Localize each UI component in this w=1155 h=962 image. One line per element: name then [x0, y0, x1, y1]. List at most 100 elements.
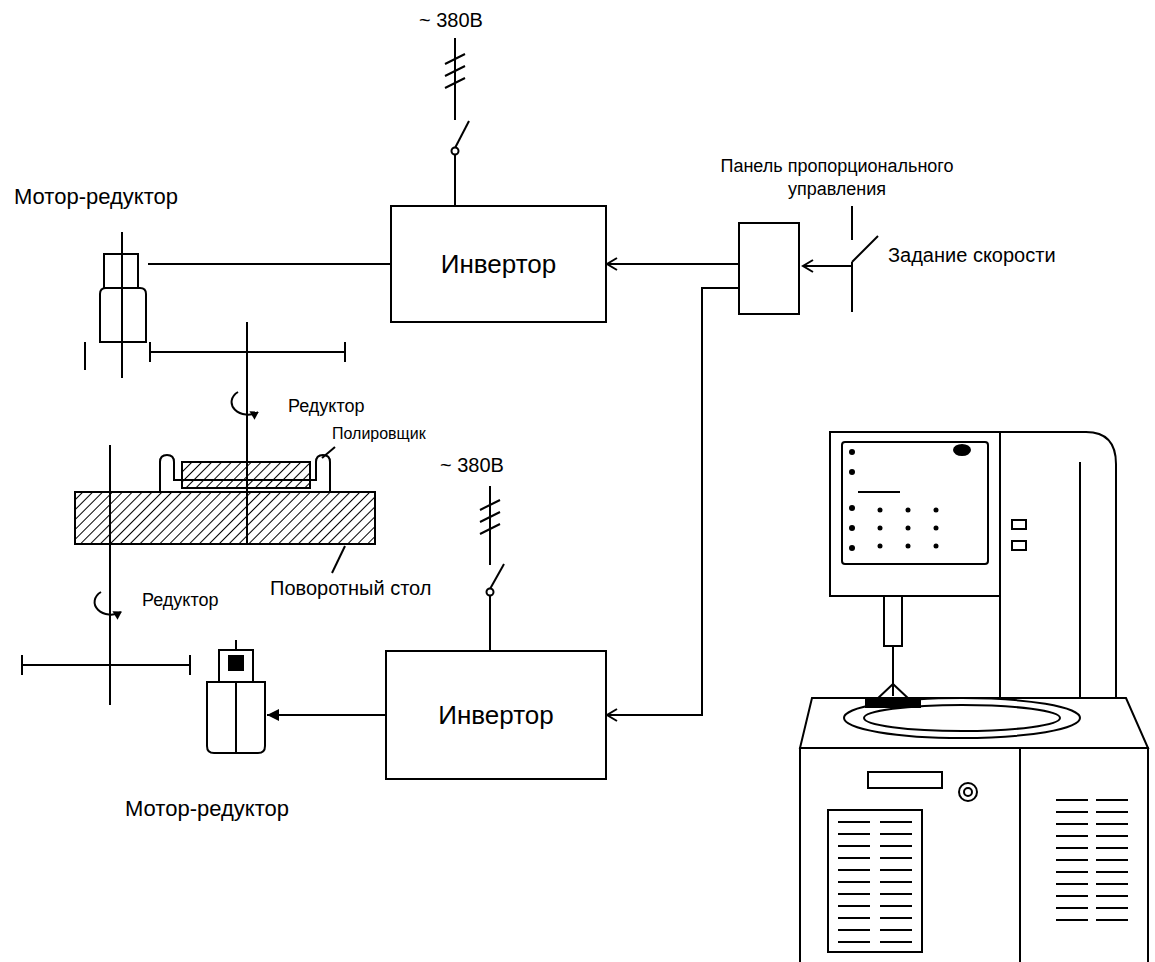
- cabinet-slot: [868, 772, 942, 788]
- gearbox-label: Редуктор: [140, 590, 220, 612]
- polishing-head: [866, 700, 920, 707]
- motor-part: [229, 656, 243, 670]
- spindle: [892, 646, 894, 696]
- control-panel-box: Панель пропорционального управления: [738, 222, 800, 315]
- switch-wire: [851, 262, 853, 312]
- motor-reducer: Мотор-редуктор: [205, 640, 267, 755]
- switch-blade: [490, 564, 504, 589]
- cabinet-knob: [959, 783, 977, 801]
- signal-connector: [148, 263, 390, 265]
- polishing-bowl: [844, 698, 1080, 738]
- panel-key: [878, 526, 883, 531]
- panel-display: [858, 491, 900, 493]
- leader-line: [322, 447, 335, 458]
- polishing-plate: [864, 705, 1060, 731]
- control-panel: [842, 442, 988, 564]
- supply-wire: [489, 486, 491, 565]
- panel-key: [849, 469, 855, 475]
- table-axis: [109, 492, 111, 544]
- cabinet-knob: [964, 788, 972, 796]
- leader-line: [332, 546, 345, 573]
- panel-key: [878, 508, 883, 513]
- cabinet-body: [800, 748, 1148, 962]
- gearbox-label: Редуктор: [286, 396, 366, 418]
- switch-contact: [487, 589, 494, 596]
- inverter-box: Инвертор: [385, 650, 607, 780]
- panel-key: [934, 544, 939, 549]
- rotation-arrow: [232, 392, 258, 415]
- motor-outline: [205, 640, 267, 755]
- panel-key: [849, 545, 855, 551]
- supply-switch-top: [445, 38, 469, 205]
- inverter-label: Инвертор: [441, 248, 556, 281]
- switch-contact: [452, 148, 459, 155]
- panel-key: [849, 449, 855, 455]
- column-edge: [1079, 462, 1081, 700]
- panel-key: [849, 505, 855, 511]
- speed-setting-label: Задание скорости: [886, 243, 1058, 267]
- panel-keys: [849, 449, 939, 551]
- gear-tick: [21, 655, 23, 675]
- panel-heading: Панель пропорционального управления: [697, 155, 977, 200]
- panel-key: [849, 525, 855, 531]
- spindle-holder: [876, 684, 910, 700]
- spindle-housing: [884, 596, 902, 646]
- motor-part: [121, 232, 123, 350]
- gear-tick: [84, 342, 86, 370]
- speed-setting-switch: [803, 206, 878, 312]
- motor-shaft: [121, 350, 123, 378]
- polisher-axis: [246, 455, 248, 544]
- control-housing: [830, 432, 1000, 596]
- gear-tick: [189, 655, 191, 675]
- motor-label: Мотор-редуктор: [14, 183, 178, 211]
- three-phase-mark: [445, 54, 465, 88]
- motor-part: [121, 254, 123, 342]
- polisher-label: Полировщик: [330, 424, 428, 443]
- cabinet-top: [800, 698, 1148, 748]
- rotation-arrow: [95, 592, 121, 615]
- supply-voltage: ~ 380В: [417, 8, 485, 32]
- three-phase-mark: [480, 500, 500, 534]
- inverter-box: Инвертор: [390, 205, 607, 323]
- front-grille: [828, 810, 922, 952]
- panel-key: [906, 526, 911, 531]
- supply-wire: [454, 155, 456, 205]
- signal-connector: [267, 714, 385, 716]
- polisher-and-table: [75, 447, 375, 573]
- panel-key: [906, 544, 911, 549]
- supply-voltage: ~ 380В: [438, 453, 506, 477]
- setpoint-signal: [803, 265, 852, 267]
- motor-label: Мотор-редуктор: [125, 795, 289, 823]
- panel-key: [878, 544, 883, 549]
- gear-tick: [344, 342, 346, 362]
- gear-belt: [22, 664, 190, 666]
- machine-button: [1012, 520, 1026, 529]
- supply-switch-bottom: [480, 486, 504, 650]
- switch-blade: [852, 236, 878, 262]
- side-grille-slots: [1056, 800, 1128, 920]
- signal-connector: [607, 288, 738, 715]
- switch-wire: [851, 206, 853, 240]
- motor-reducer: Мотор-редуктор: [98, 232, 148, 350]
- switch-blade: [455, 121, 469, 148]
- gear-tick: [149, 342, 151, 362]
- cabinet-edge: [1019, 748, 1021, 962]
- signal-connector: [607, 263, 738, 265]
- panel-key: [906, 508, 911, 513]
- rotary-table: [75, 492, 375, 544]
- machine-button: [1012, 541, 1026, 550]
- motor-outline: [98, 232, 148, 350]
- machine-column: [1000, 432, 1116, 700]
- motor-part: [207, 682, 265, 753]
- motor-part: [235, 682, 237, 752]
- supply-wire: [489, 596, 491, 650]
- panel-key: [934, 508, 939, 513]
- panel-key: [934, 526, 939, 531]
- polisher-shaft: [246, 322, 248, 455]
- grille-slots: [838, 822, 912, 942]
- panel-indicator: [954, 445, 970, 455]
- inverter-label: Инвертор: [438, 699, 553, 732]
